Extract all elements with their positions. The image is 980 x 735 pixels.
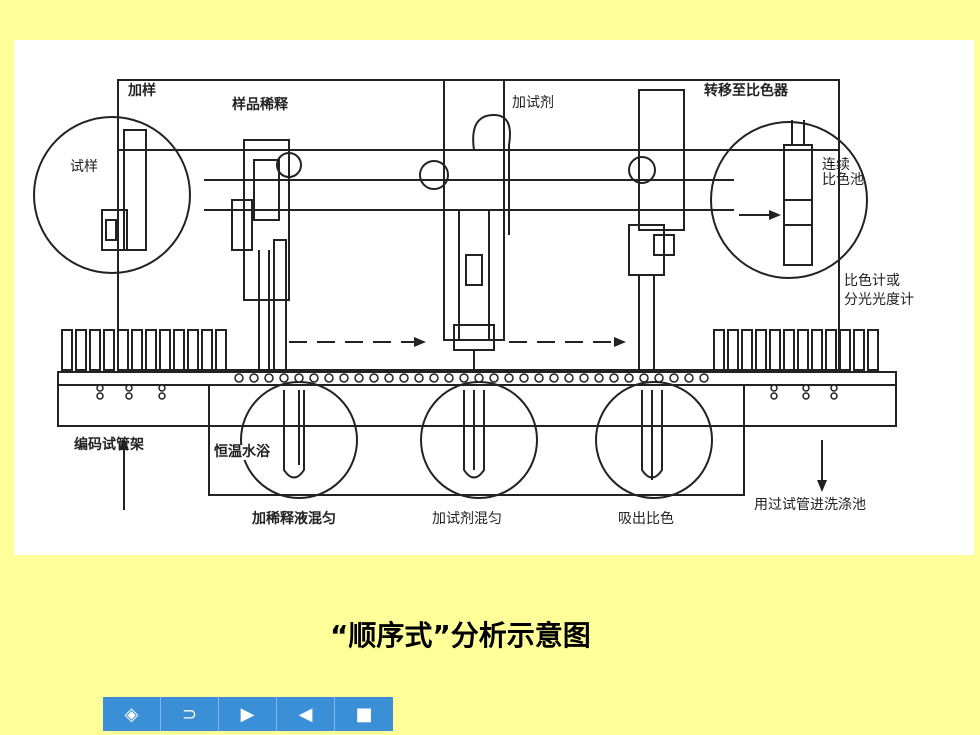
label-add-reagent-mix: 加试剂混匀 xyxy=(432,511,502,527)
first-slide-button[interactable]: ◈ xyxy=(103,697,161,731)
label-used-tubes-to-wash: 用过试管进洗涤池 xyxy=(754,497,866,513)
label-add-sample: 加样 xyxy=(128,83,156,99)
label-add-diluent-mix: 加稀释液混匀 xyxy=(252,511,336,527)
label-colorimeter: 比色计或 分光光度计 xyxy=(844,273,914,308)
end-show-button[interactable]: ■ xyxy=(335,697,393,731)
label-add-reagent: 加试剂 xyxy=(512,95,554,111)
previous-slide-button[interactable]: ◀ xyxy=(277,697,335,731)
sequential-analysis-diagram: 加样 样品稀释 加试剂 转移至比色器 试样 连续 比色池 比色计或 分光光度计 … xyxy=(14,40,974,555)
label-test-sample: 试样 xyxy=(70,159,98,175)
label-water-bath: 恒温水浴 xyxy=(214,444,270,461)
label-transfer-to-colorimeter: 转移至比色器 xyxy=(704,83,788,99)
return-button[interactable]: ⊃ xyxy=(161,697,219,731)
slide-caption: “顺序式”分析示意图 xyxy=(330,619,591,652)
label-flow-cell: 连续 比色池 xyxy=(822,157,864,189)
slide-navigation-bar: ◈ ⊃ ▶ ◀ ■ xyxy=(103,697,393,731)
label-aspirate-colorimetry: 吸出比色 xyxy=(618,511,674,527)
label-coded-rack: 编码试管架 xyxy=(74,437,144,453)
diagram-drawing xyxy=(33,79,897,510)
next-slide-button[interactable]: ▶ xyxy=(219,697,277,731)
label-sample-dilution: 样品稀释 xyxy=(232,97,288,113)
